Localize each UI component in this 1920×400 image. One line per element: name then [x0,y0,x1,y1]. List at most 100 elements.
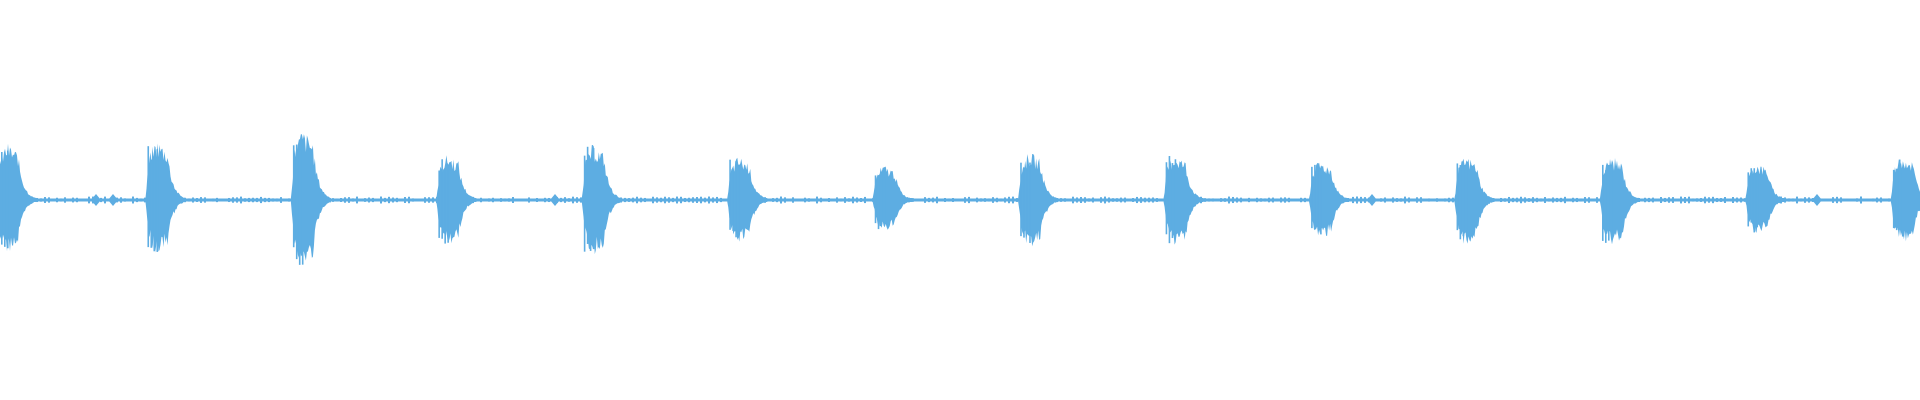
noise-sample [536,197,538,203]
waveform-burst [145,143,186,253]
noise-sample [1404,196,1406,204]
noise-sample [1568,198,1570,202]
burst-onset-spike [1020,162,1022,237]
noise-sample [240,196,242,204]
burst-onset-spike [732,170,734,231]
burst-onset-spike [438,170,440,238]
noise-sample [1096,198,1098,202]
burst-onset-spike [729,159,731,230]
noise-sample [1688,196,1690,204]
noise-sample [68,198,70,202]
burst-onset-spike [874,175,877,224]
waveform-bursts [0,134,1920,265]
noise-sample [480,197,482,203]
noise-sample [1068,198,1070,202]
noise-sample [344,197,346,203]
noise-sample [1512,197,1514,203]
noise-sample [1152,197,1154,203]
noise-sample [1424,198,1426,202]
noise-sample [852,196,854,204]
noise-sample [668,197,670,203]
noise-sample [60,198,62,202]
waveform-burst [1163,160,1204,245]
noise-sample [580,197,582,203]
noise-sample [832,198,834,202]
burst-onset-spike [735,161,737,238]
burst-onset-spike [295,144,298,260]
noise-sample [1136,196,1138,204]
noise-sample [364,198,366,202]
noise-sample [1080,197,1082,203]
noise-sample [488,198,490,202]
noise-sample [912,198,914,202]
noise-sample [1300,197,1302,203]
noise-sample [260,196,262,204]
noise-sample [948,198,950,202]
noise-sample [252,197,254,203]
noise-sample [1060,198,1062,202]
noise-sample [360,198,362,202]
noise-sample [660,197,662,203]
burst-onset-spike [1165,162,1168,235]
noise-sample [1696,198,1698,202]
noise-sample [800,198,802,202]
noise-sample [1792,198,1794,202]
burst-onset-spike [1608,164,1610,241]
noise-sample [1856,198,1858,202]
noise-sample [696,197,698,203]
noise-sample [408,196,410,204]
noise-sample [1392,197,1394,203]
noise-sample [1244,198,1246,202]
noise-sample [1700,198,1702,202]
noise-sample [1236,197,1238,203]
noise-sample [372,197,374,203]
waveform-burst [1600,158,1640,245]
burst-onset-spike [147,146,150,248]
noise-sample [192,197,194,203]
noise-sample [544,197,546,203]
noise-sample [48,197,50,203]
noise-sample [1076,197,1078,203]
noise-sample [220,198,222,202]
burst-onset-spike [1611,167,1613,235]
noise-sample [380,196,382,204]
noise-sample [236,197,238,203]
noise-blip [1812,194,1822,206]
waveform-burst [1890,159,1920,242]
noise-sample [1496,198,1498,202]
noise-sample [196,197,198,203]
noise-sample [988,198,990,202]
burst-onset-spike [592,148,595,250]
burst-onset-spike [1320,174,1322,235]
burst-onset-spike [1901,167,1904,237]
noise-sample [1656,198,1658,202]
noise-sample [40,198,42,202]
noise-sample [504,198,506,202]
noise-sample [1280,197,1282,203]
burst-onset-spike [153,156,156,252]
noise-sample [1552,197,1554,203]
noise-sample [924,197,926,203]
noise-sample [1644,197,1646,203]
noise-sample [976,197,978,203]
burst-onset-spike [1895,168,1898,231]
noise-sample [916,198,918,202]
noise-sample [1556,197,1558,203]
noise-sample [1596,197,1598,203]
burst-onset-spike [444,167,446,244]
noise-sample [1112,198,1114,202]
noise-sample [64,197,66,203]
noise-sample [996,197,998,203]
noise-sample [1884,198,1886,202]
noise-sample [288,198,290,202]
noise-sample [856,197,858,203]
noise-sample [204,197,206,203]
noise-sample [1264,198,1266,202]
noise-sample [548,197,550,203]
noise-sample [484,198,486,202]
noise-sample [1088,198,1090,202]
waveform-burst [581,145,622,255]
burst-onset-spike [441,159,443,239]
noise-sample [124,198,126,202]
